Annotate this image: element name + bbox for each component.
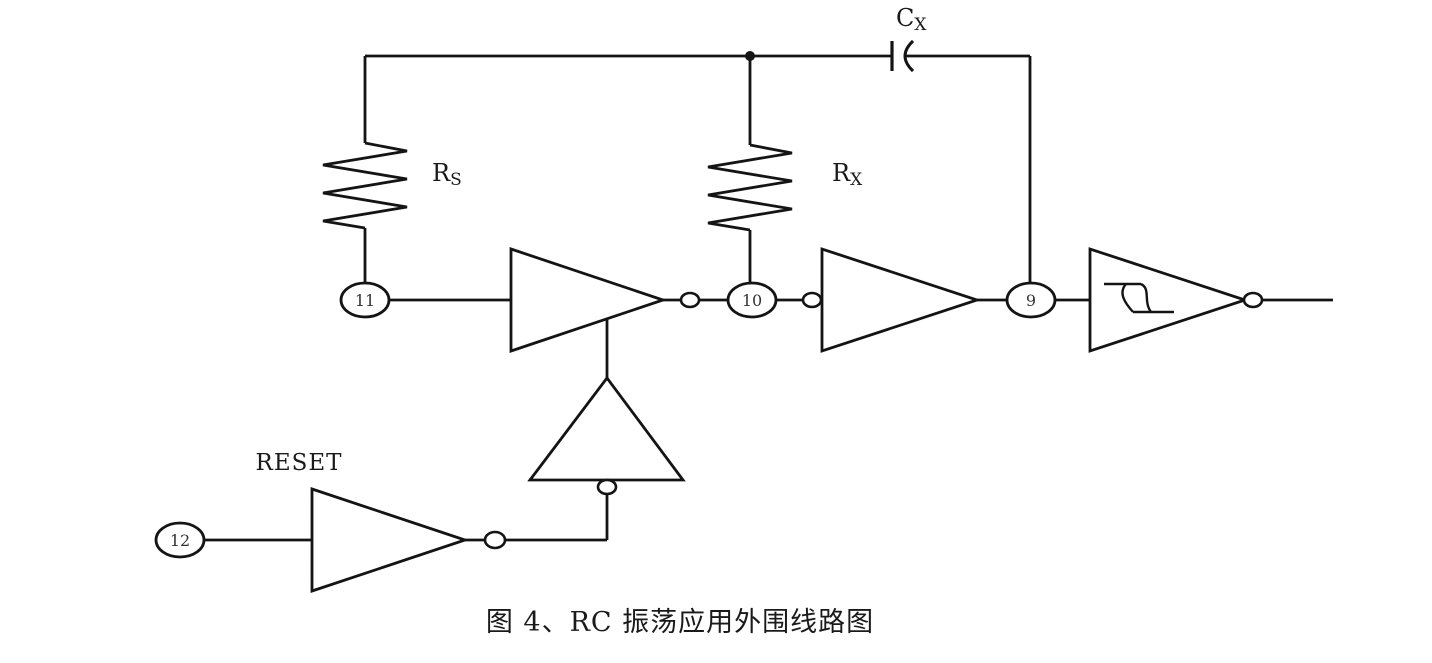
schmitt-trigger-triangle: [1088, 247, 1250, 353]
resistor-rs-zigzag: [322, 141, 408, 230]
feedback-inverter-triangle: [527, 375, 686, 482]
schmitt-trigger: [1088, 247, 1264, 353]
hysteresis-icon: [1140, 282, 1153, 313]
pin-10: 10: [726, 281, 778, 319]
figure-caption: 图 4、RC 振荡应用外围线路图: [486, 607, 874, 638]
inverter-1: [509, 247, 701, 353]
inverter-1-triangle: [509, 247, 668, 353]
pin-12: 12: [154, 521, 206, 559]
pin-9: 9: [1005, 281, 1057, 319]
resistor-rx-label: RX: [832, 159, 863, 190]
reset-inverter-output-bubble: [483, 530, 507, 550]
junction-dot: [745, 51, 755, 61]
pin-11-number: 11: [355, 291, 375, 310]
inverter-1-output-bubble: [679, 291, 701, 309]
pin-11: 11: [339, 281, 391, 319]
inverter-2: [801, 247, 982, 353]
pin-11-terminal: [339, 281, 391, 319]
inverter-2-input-bubble: [801, 291, 823, 309]
resistor-rs-label: RS: [432, 159, 462, 190]
feedback-inverter-input-bubble: [596, 478, 618, 496]
pin-12-terminal: [154, 521, 206, 559]
resistor-rx-zigzag: [707, 143, 793, 232]
resistor-rs: RS: [322, 141, 462, 230]
pin-10-terminal: [726, 281, 778, 319]
capacitor-cx: CX: [890, 4, 927, 73]
wires: [204, 51, 1333, 542]
reset-inverter-triangle: [310, 487, 470, 593]
pin-9-number: 9: [1026, 291, 1036, 310]
hysteresis-icon: [1121, 283, 1134, 313]
inverter-2-triangle: [820, 247, 982, 353]
pin-9-terminal: [1005, 281, 1057, 319]
capacitor-curved-plate: [903, 39, 915, 73]
feedback-inverter: [527, 375, 686, 496]
capacitor-label: CX: [896, 4, 927, 35]
resistor-rx: RX: [707, 143, 863, 232]
reset-inverter: RESET: [256, 450, 507, 593]
pin-10-number: 10: [742, 291, 762, 310]
schmitt-output-bubble: [1242, 291, 1264, 309]
pin-12-number: 12: [170, 531, 190, 550]
reset-label: RESET: [256, 450, 343, 476]
